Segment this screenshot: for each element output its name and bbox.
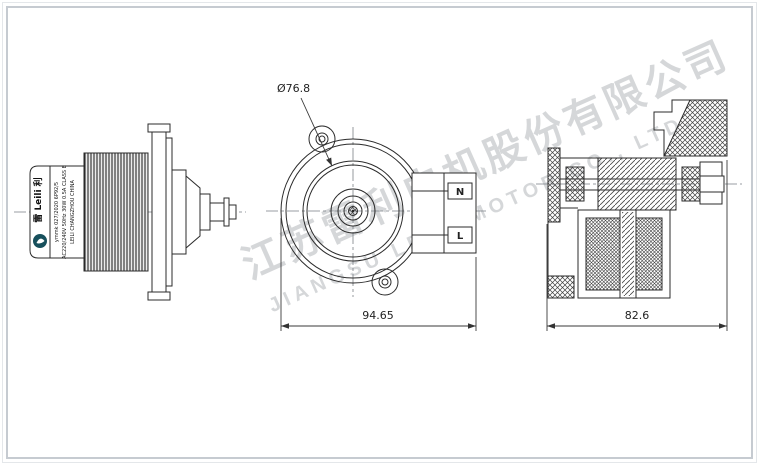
flange-bottom-tab [147, 291, 171, 301]
dim-82-6-label: 82.6 [625, 309, 650, 322]
leili-logo-swirl-icon [36, 238, 45, 244]
bearing-circle [343, 201, 363, 221]
bottom-ear [371, 268, 399, 296]
hub-circle [330, 188, 376, 234]
end-shield [171, 169, 187, 255]
terminal-l-label: L [457, 231, 464, 242]
label-spec-line-1: ymmk 027/2020 6P92/5 [54, 182, 60, 242]
pump-housing-wedge [663, 99, 728, 157]
rotor-core [597, 157, 677, 211]
body-circle [302, 160, 404, 262]
top-ear-hole-inner [318, 135, 326, 143]
dimension-section-width: 82.6 [546, 160, 728, 331]
top-ear [308, 125, 336, 153]
hub-step-circle [337, 195, 369, 227]
bottom-foot [547, 275, 575, 299]
terminal-n-box [447, 182, 473, 200]
shaft-end [699, 175, 725, 193]
dim-94-65-label: 94.65 [362, 309, 394, 322]
shaft-collar [223, 197, 230, 227]
terminal-l-box [447, 226, 473, 244]
pole-core-hatch [622, 212, 634, 296]
body-inner-circle [306, 164, 400, 258]
flange-second-plate [165, 137, 173, 287]
shaft-tip [228, 204, 237, 220]
diameter-callout: Ø76.8 [277, 82, 333, 167]
terminal-n-label: N [456, 187, 464, 198]
left-bearing [565, 166, 585, 202]
stator-rib-stack [83, 152, 149, 272]
bottom-ear-hole [378, 275, 392, 289]
diameter-label: Ø76.8 [277, 82, 310, 95]
dimension-front-width: 94.65 [280, 218, 477, 331]
diameter-leader-line [300, 97, 333, 167]
side-view: 雷 Leili 利 ymmk 027/2020 6P92/5 AC220/240… [14, 123, 246, 301]
front-view: N L [266, 125, 486, 297]
output-shaft [209, 202, 225, 222]
end-shield-taper [185, 174, 201, 250]
right-bearing [681, 166, 701, 202]
bottom-ear-hole-inner [381, 278, 389, 286]
label-spec-line-3: LEILI CHANGZHOU CHINA [70, 180, 76, 244]
shaft-center-dot [351, 209, 355, 213]
left-end-bracket [547, 147, 561, 223]
pump-housing-steps [653, 99, 690, 156]
flange-top-tab [147, 123, 171, 133]
section-view [536, 99, 742, 299]
label-spec-line-2: AC220/240V 50Hz 30W 0.5A CLASS E [62, 165, 68, 259]
label-brand-text: 雷 Leili 利 [32, 177, 44, 222]
mounting-flange-plate [151, 123, 167, 301]
bearing-boss [199, 193, 211, 231]
